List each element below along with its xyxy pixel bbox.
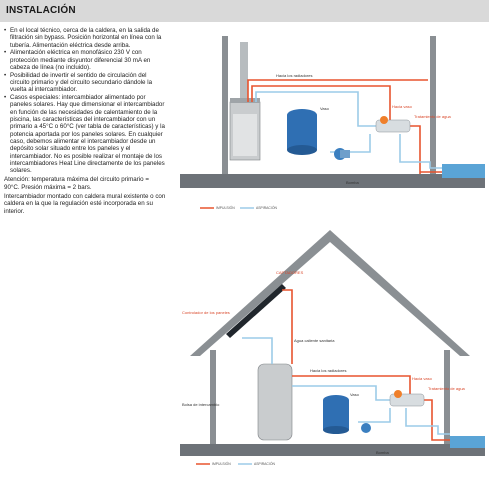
legend-aspiracion: ASPIRACIÓN	[256, 205, 277, 210]
label-bomba: Bomba	[346, 180, 359, 185]
installation-text: •En el local técnico, cerca de la calder…	[4, 27, 166, 215]
filter-tank	[323, 400, 349, 430]
cold-pipe-filter	[358, 408, 391, 423]
right-wall	[444, 350, 450, 446]
label-bomba: Bomba	[376, 450, 389, 455]
legend-aspiracion: ASPIRACIÓN	[254, 461, 275, 466]
cold-pipe-solar	[242, 337, 273, 364]
filter-tank	[287, 115, 317, 150]
solar-tank	[257, 363, 293, 441]
hot-pipe-radiators	[247, 79, 428, 102]
section-header: INSTALACIÓN	[0, 0, 489, 22]
label-captadores: CAPTADORES	[276, 270, 304, 275]
filter-tank-bottom	[323, 426, 349, 434]
boiler-installation-diagram: Hacia los radiadores Vaso Hacia vaso Tra…	[180, 36, 485, 210]
cold-pipe-pool	[399, 134, 442, 169]
cold-pipe-filter	[330, 134, 371, 153]
bullet-item: •Casos especiales: intercambiador alimen…	[4, 94, 165, 175]
pump-body	[340, 150, 350, 158]
left-wall	[222, 36, 228, 176]
left-wall	[210, 350, 216, 446]
label-to-radiators: Hacia los radiadores	[276, 73, 312, 78]
floor	[180, 174, 485, 188]
hot-pipe-pool	[424, 399, 450, 441]
label-controller: Controlador de los paneles	[182, 310, 230, 315]
chimney	[240, 42, 248, 98]
legend-impulsion: IMPULSIÓN	[212, 461, 231, 466]
label-tank-exchange: Bolsa de intercambio	[182, 402, 220, 407]
hot-pipe-exchanger	[251, 85, 391, 126]
note-paragraph: Intercambiador montado con caldera mural…	[4, 193, 166, 215]
bullet-item: •Alimentación eléctrica en monofásico 23…	[4, 49, 151, 71]
label-vaso: Vaso	[350, 392, 360, 397]
boiler-top	[230, 98, 260, 103]
label-treatment: Tratamiento de agua	[414, 114, 452, 119]
cold-pipe-pool	[405, 408, 450, 435]
boiler-panel	[233, 114, 257, 156]
pump	[361, 423, 371, 433]
exchanger-valve	[380, 116, 388, 124]
label-treatment: Tratamiento de agua	[428, 386, 466, 391]
legend-impulsion: IMPULSIÓN	[216, 205, 235, 210]
filter-tank-bottom	[287, 145, 317, 155]
label-solar-tank: Agua caliente sanitaria	[294, 338, 335, 343]
hot-pipe-solar	[282, 289, 293, 364]
pool-water	[450, 436, 485, 448]
solar-installation-diagram: CAPTADORES Controlador de los paneles Ag…	[180, 230, 485, 466]
bullet-item: •Posibilidad de invertir el sentido de c…	[4, 71, 153, 94]
label-to-radiators: Hacia los radiadores	[310, 368, 346, 373]
section-title: INSTALACIÓN	[6, 5, 76, 16]
pool-water	[442, 164, 485, 178]
hot-pipe-pool	[410, 125, 421, 174]
right-wall	[430, 36, 436, 176]
warning-paragraph: Atención: temperatura máxima del circuit…	[4, 176, 149, 191]
cold-pipe-exchanger	[292, 385, 390, 401]
label-hacia-vaso: Hacia vaso	[412, 376, 433, 381]
cold-pipe-primary	[255, 91, 380, 127]
hot-pipe-exchanger	[292, 375, 411, 400]
exchanger-valve	[394, 390, 402, 398]
label-vaso: Vaso	[320, 106, 330, 111]
label-hacia-vaso: Hacia vaso	[392, 104, 413, 109]
solar-panel	[226, 284, 286, 338]
bullet-item: •En el local técnico, cerca de la calder…	[4, 27, 162, 49]
floor	[180, 444, 485, 456]
